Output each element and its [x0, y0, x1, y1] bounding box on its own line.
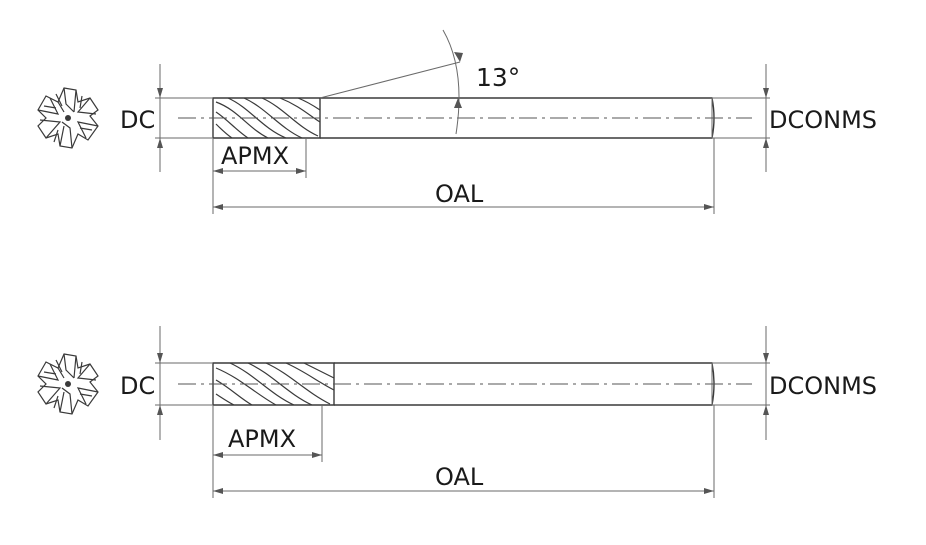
oal-label: OAL — [435, 180, 484, 208]
angle-label: 13° — [476, 63, 520, 92]
tool-1: DC DCONMS APMX OAL 13° — [37, 29, 877, 214]
apmx-label: APMX — [228, 425, 296, 453]
dc-label: DC — [120, 372, 155, 400]
tool-2: DC DCONMS APMX OAL — [37, 326, 877, 498]
apmx-label: APMX — [221, 142, 289, 170]
end-view-icon — [37, 87, 99, 149]
dc-label: DC — [120, 106, 155, 134]
end-view-icon — [37, 353, 99, 415]
dconms-label: DCONMS — [769, 372, 877, 400]
oal-label: OAL — [435, 463, 484, 491]
dconms-label: DCONMS — [769, 106, 877, 134]
